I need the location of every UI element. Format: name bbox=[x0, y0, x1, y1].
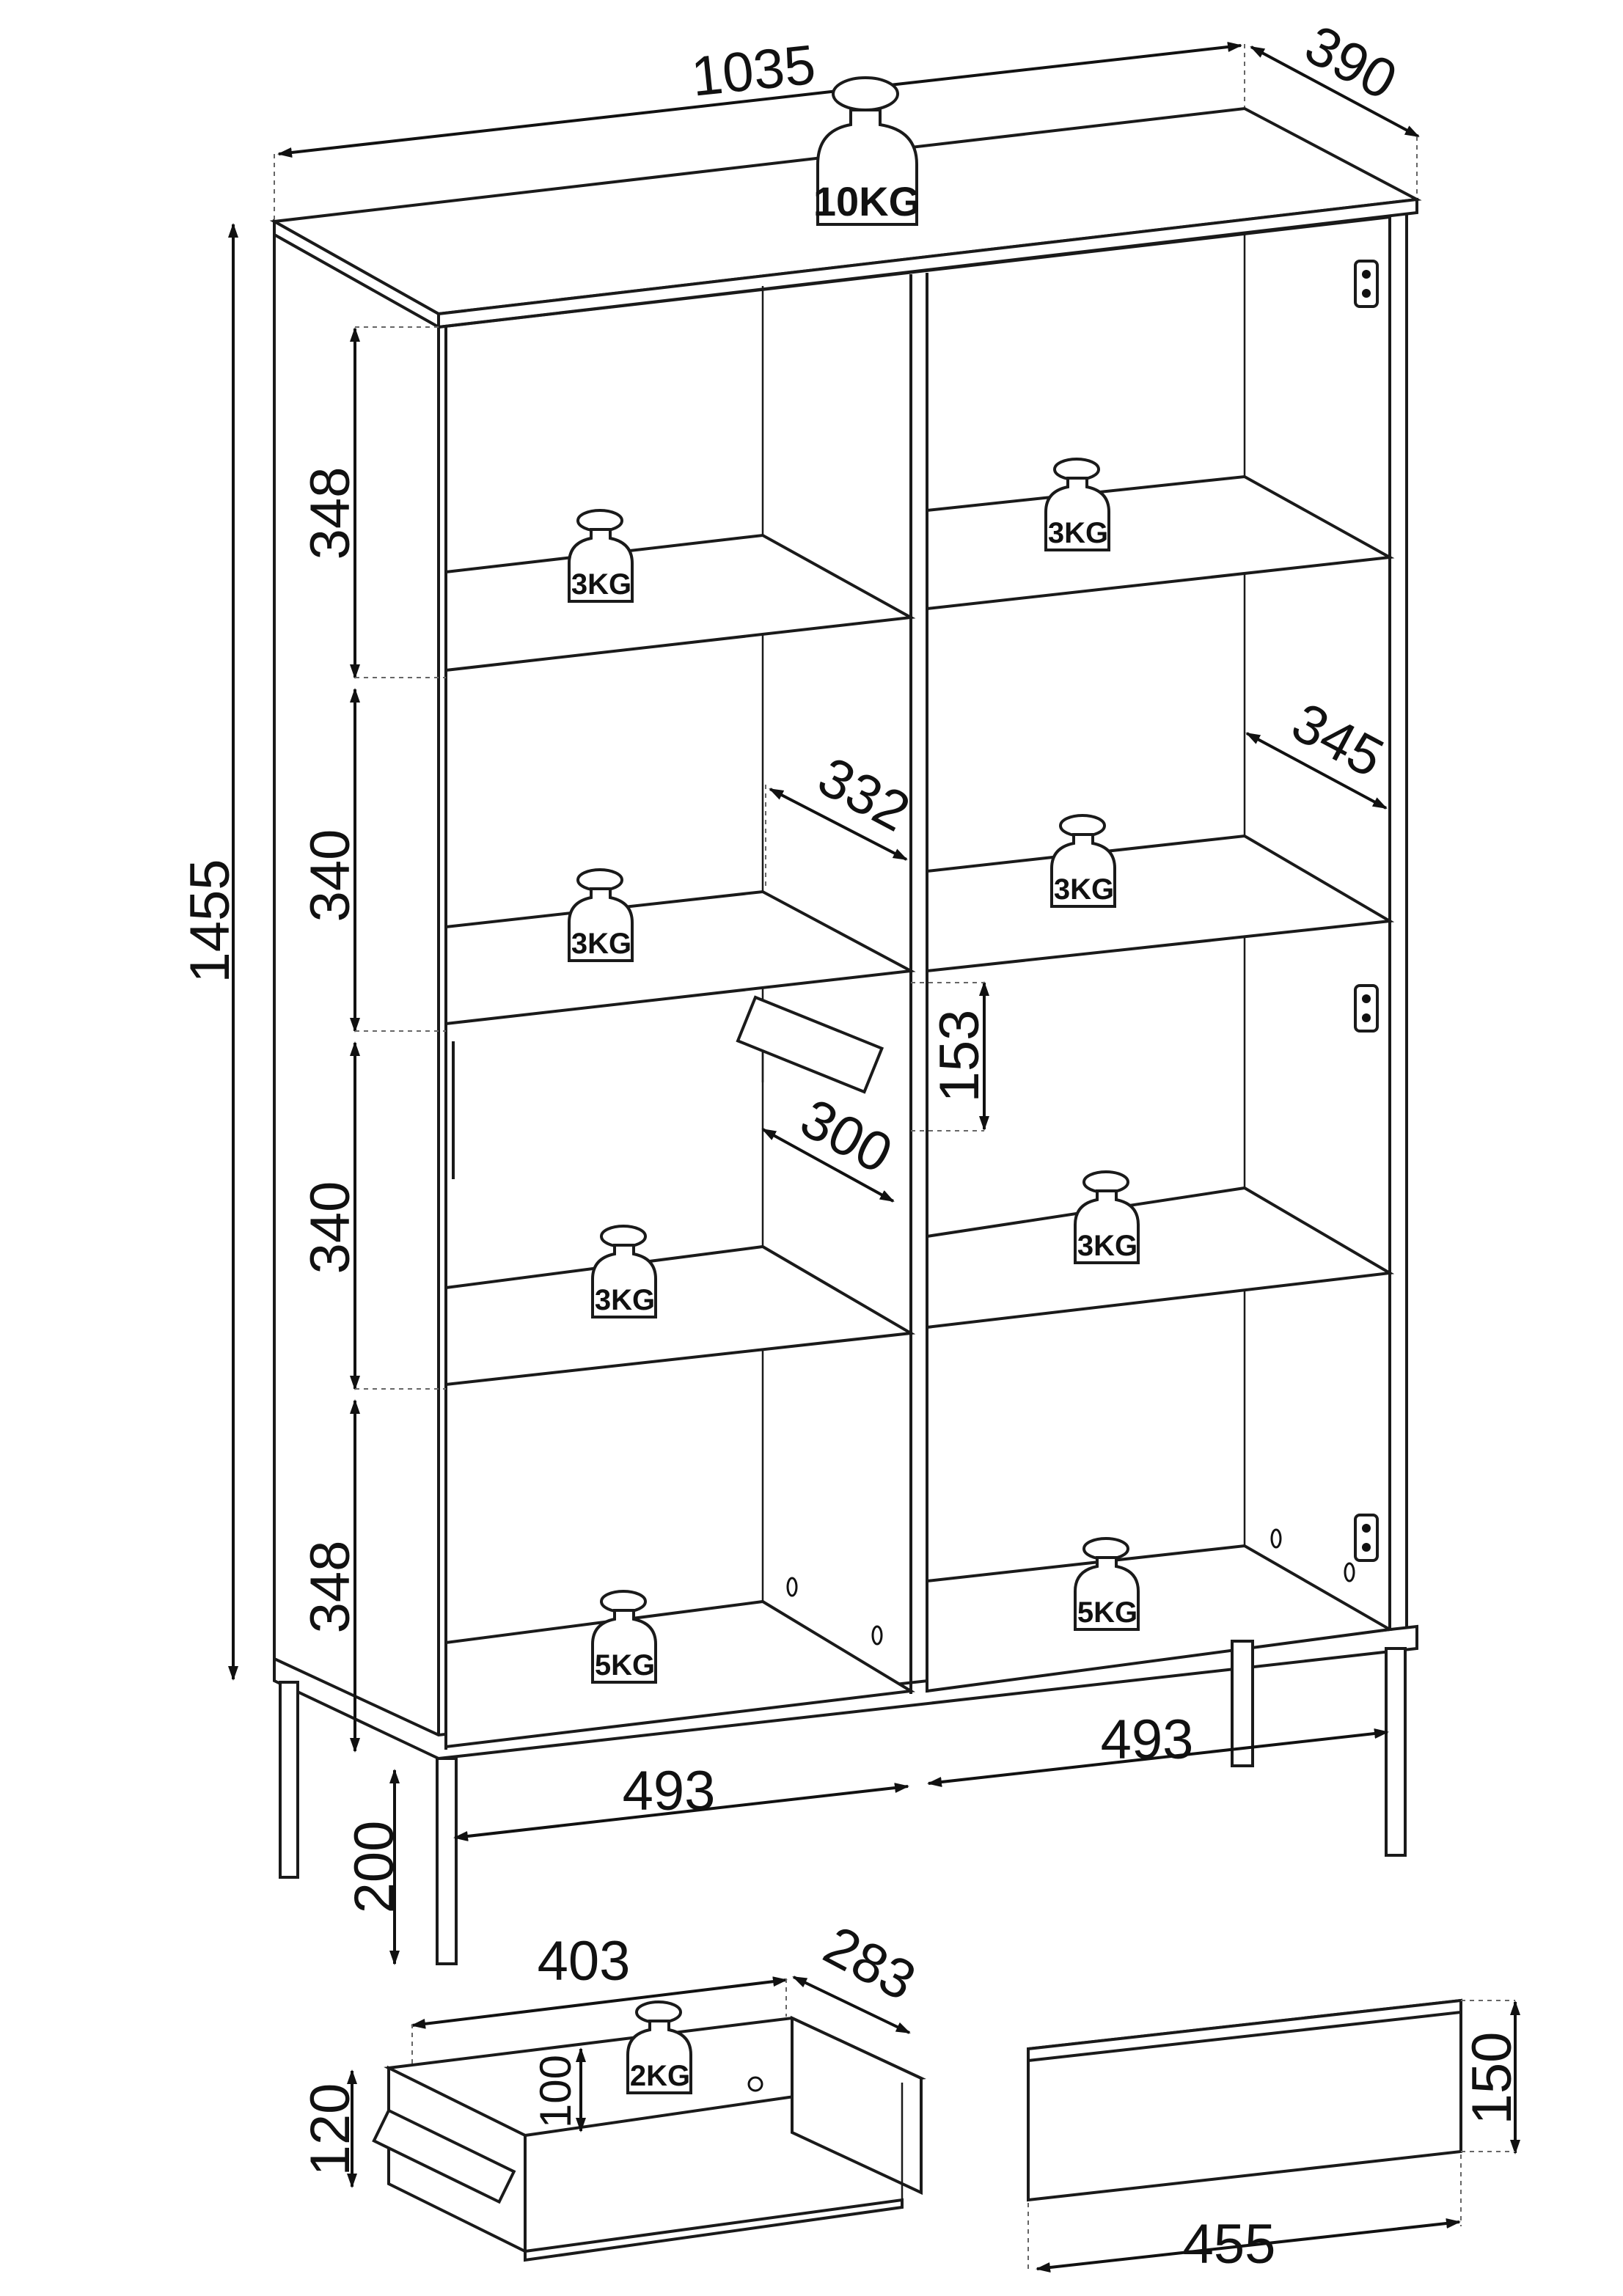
dim-inner-width-right: 493 bbox=[1101, 1709, 1194, 1771]
dim-drawer-depth: 283 bbox=[814, 1914, 926, 2013]
drawer-front bbox=[1027, 1998, 1520, 2273]
svg-text:5KG: 5KG bbox=[595, 1649, 655, 1681]
drawer-box bbox=[347, 1976, 926, 2262]
dim-drawer-inner-height: 100 bbox=[531, 2055, 580, 2128]
weight-icon-bottom-right: 5KG bbox=[1074, 1537, 1140, 1631]
weight-icon-shelf-right-2: 3KG bbox=[1050, 814, 1116, 908]
cabinet-body bbox=[269, 106, 1422, 1761]
dim-inner-width-left: 493 bbox=[623, 1760, 716, 1822]
hinge-icon bbox=[1354, 1514, 1379, 1562]
dim-compartment-1: 348 bbox=[299, 467, 362, 560]
svg-text:3KG: 3KG bbox=[595, 1284, 655, 1316]
dim-compartment-3: 340 bbox=[299, 1181, 362, 1274]
dim-drawer-width: 403 bbox=[538, 1930, 631, 1992]
hinge-icon bbox=[1354, 260, 1379, 308]
weight-icon-shelf-left-1: 3KG bbox=[568, 509, 634, 603]
dim-front-width: 455 bbox=[1183, 2213, 1276, 2275]
dim-leg-height: 200 bbox=[343, 1821, 406, 1914]
weight-icon-drawer: 2KG bbox=[626, 2000, 692, 2094]
dimension-lines bbox=[228, 42, 1420, 1965]
weight-icon-shelf-right-3: 3KG bbox=[1074, 1170, 1140, 1264]
dim-total-width: 1035 bbox=[689, 34, 818, 109]
svg-text:3KG: 3KG bbox=[571, 568, 631, 601]
dim-front-height: 150 bbox=[1461, 2032, 1523, 2125]
svg-text:3KG: 3KG bbox=[1054, 873, 1114, 906]
dim-rail-length: 300 bbox=[791, 1087, 902, 1186]
dim-compartment-4: 348 bbox=[299, 1541, 362, 1634]
svg-text:3KG: 3KG bbox=[1048, 517, 1108, 549]
weight-icon-bottom-left: 5KG bbox=[591, 1590, 657, 1684]
weight-icon-shelf-left-2: 3KG bbox=[568, 868, 634, 962]
svg-text:3KG: 3KG bbox=[571, 928, 631, 960]
hinge-icon bbox=[1354, 984, 1379, 1033]
weight-icon-top: 10KG bbox=[813, 76, 920, 226]
svg-text:2KG: 2KG bbox=[630, 2060, 690, 2092]
dim-inner-depth-left: 332 bbox=[808, 745, 920, 844]
dim-rail-height: 153 bbox=[928, 1010, 991, 1103]
dim-depth: 390 bbox=[1295, 13, 1407, 112]
dim-total-height: 1455 bbox=[179, 859, 241, 983]
svg-text:5KG: 5KG bbox=[1077, 1596, 1137, 1629]
weight-label-top: 10KG bbox=[813, 178, 920, 224]
svg-text:3KG: 3KG bbox=[1077, 1230, 1137, 1262]
dim-compartment-2: 340 bbox=[299, 829, 362, 923]
dim-drawer-height: 120 bbox=[299, 2083, 362, 2176]
weight-icon-shelf-right-1: 3KG bbox=[1044, 458, 1110, 551]
weight-icon-shelf-left-3: 3KG bbox=[591, 1225, 657, 1318]
dim-inner-depth-right: 345 bbox=[1282, 691, 1393, 790]
